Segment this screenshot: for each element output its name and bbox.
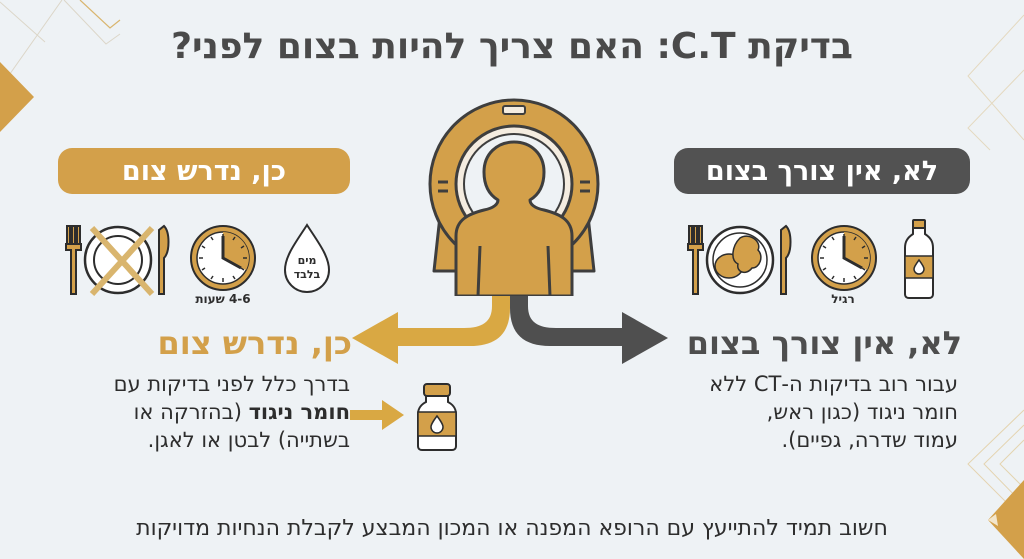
fasting-required-badge: כן, נדרש צום — [58, 148, 350, 194]
no-fasting-description: עבור רוב בדיקות ה-CT ללא חומר ניגוד (כגו… — [638, 370, 958, 454]
body-line: חומר ניגוד (כגון ראש, — [766, 400, 958, 424]
contrast-agent-term: חומר ניגוד — [248, 400, 350, 424]
ct-scanner-person-icon — [428, 98, 600, 296]
fasting-required-description: בדרך כלל לפני בדיקות עם חומר ניגוד (בהזר… — [20, 370, 350, 454]
clock-icon — [190, 225, 256, 291]
body-line: עבור רוב בדיקות ה-CT ללא — [709, 372, 958, 396]
fasting-hours-caption: 4-6 שעות — [195, 292, 251, 306]
clock-icon — [811, 225, 877, 291]
regular-caption: רגיל — [831, 292, 855, 306]
no-fasting-badge: לא, אין צורך בצום — [674, 148, 970, 194]
no-food-plate-icon — [65, 224, 170, 297]
body-line-rest: (בהזרקה או — [133, 400, 249, 424]
water-only-line1: מים — [297, 254, 317, 267]
contrast-bottle-icon — [417, 383, 457, 451]
food-plate-icon — [687, 224, 792, 295]
body-line: בשתייה) לבטן או לאגן. — [147, 428, 350, 452]
fasting-required-heading: כן, נדרש צום — [157, 324, 352, 362]
body-line: עמוד שדרה, גפיים). — [781, 428, 958, 452]
no-fasting-heading: לא, אין צורך בצום — [686, 324, 962, 362]
consult-doctor-note: חשוב תמיד להתייעץ עם הרופא המפנה או המכו… — [136, 516, 888, 541]
water-drop-icon — [283, 223, 331, 293]
body-line: בדרך כלל לפני בדיקות עם — [113, 372, 350, 396]
branch-arrows — [352, 296, 668, 364]
body-line: חומר ניגוד (בהזרקה או — [20, 398, 350, 426]
page-title: בדיקת C.T: האם צריך להיות בצום לפני? — [171, 26, 853, 67]
arrow-right-icon — [350, 400, 404, 430]
no-fasting-label: לא, אין צורך בצום — [705, 155, 939, 187]
water-only-line2: בלבד — [293, 268, 321, 281]
fasting-required-label: כן, נדרש צום — [121, 155, 287, 187]
water-bottle-icon — [904, 219, 934, 299]
